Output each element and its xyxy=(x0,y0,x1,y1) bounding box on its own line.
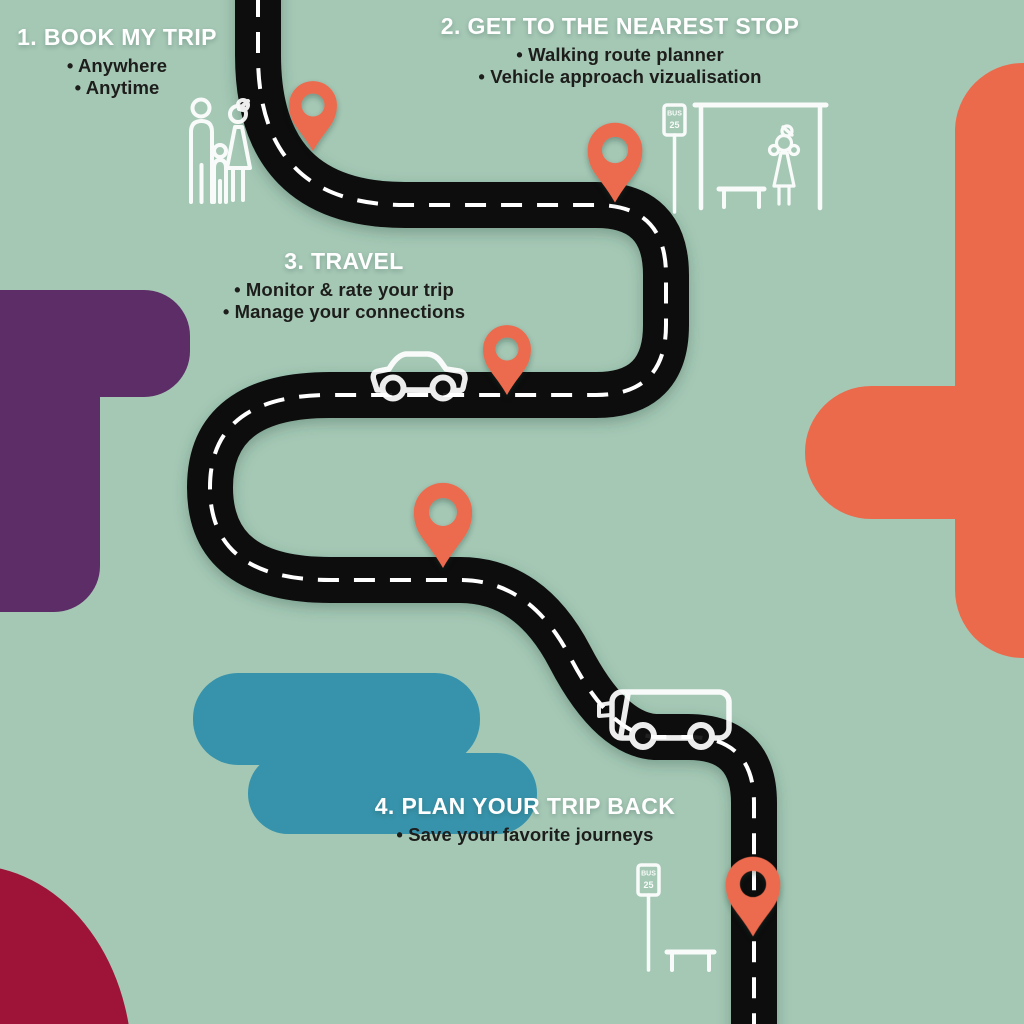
step-3-bullet: • Manage your connections xyxy=(222,301,466,323)
svg-text:BUS: BUS xyxy=(667,111,682,118)
maroon-blob xyxy=(0,868,129,1024)
step-4-block: 4. PLAN YOUR TRIP BACK • Save your favor… xyxy=(355,794,695,846)
step-2-title: 2. GET TO THE NEAREST STOP xyxy=(440,13,800,39)
bench-legs xyxy=(722,188,761,209)
teal-blob xyxy=(193,673,537,834)
orange-blob xyxy=(805,63,1024,658)
step-4-bullet: • Save your favorite journeys xyxy=(396,824,654,846)
step-3-title: 3. TRAVEL xyxy=(284,248,404,274)
svg-text:BUS: BUS xyxy=(641,871,656,878)
road xyxy=(187,0,777,1024)
bus-stop-sign-icon: BUS 25 xyxy=(662,103,687,214)
map-pin-icon-4 xyxy=(413,482,473,568)
step-1-bullet: • Anywhere xyxy=(66,55,168,77)
step-3-block: 3. TRAVEL • Monitor & rate your trip • M… xyxy=(203,249,485,323)
svg-text:25: 25 xyxy=(669,120,679,130)
waiting-person-icon xyxy=(767,124,801,206)
step-2-bullet: • Walking route planner xyxy=(516,44,724,66)
step-2-bullet: • Vehicle approach vizualisation xyxy=(478,66,762,88)
step-2-block: 2. GET TO THE NEAREST STOP • Walking rou… xyxy=(425,14,815,88)
road-surface xyxy=(187,0,777,1024)
step-1-bullet: • Anytime xyxy=(74,77,160,99)
background-blobs xyxy=(0,63,1024,1024)
line-art-icons: BUS 25 xyxy=(189,97,829,972)
step-1-title: 1. BOOK MY TRIP xyxy=(17,24,217,50)
road-center-dashes xyxy=(207,0,756,1024)
step-3-bullet: • Monitor & rate your trip xyxy=(234,279,454,301)
purple-blob xyxy=(0,290,190,612)
family-icon xyxy=(189,97,252,204)
svg-text:25: 25 xyxy=(643,880,653,890)
bus-icon xyxy=(597,689,732,750)
car-icon xyxy=(370,351,468,402)
step-1-block: 1. BOOK MY TRIP • Anywhere • Anytime xyxy=(8,25,226,99)
bus-stop-sign-bottom-icon: BUS 25 xyxy=(636,863,717,972)
bus-shelter-icon xyxy=(692,102,829,211)
step-4-title: 4. PLAN YOUR TRIP BACK xyxy=(374,793,676,819)
